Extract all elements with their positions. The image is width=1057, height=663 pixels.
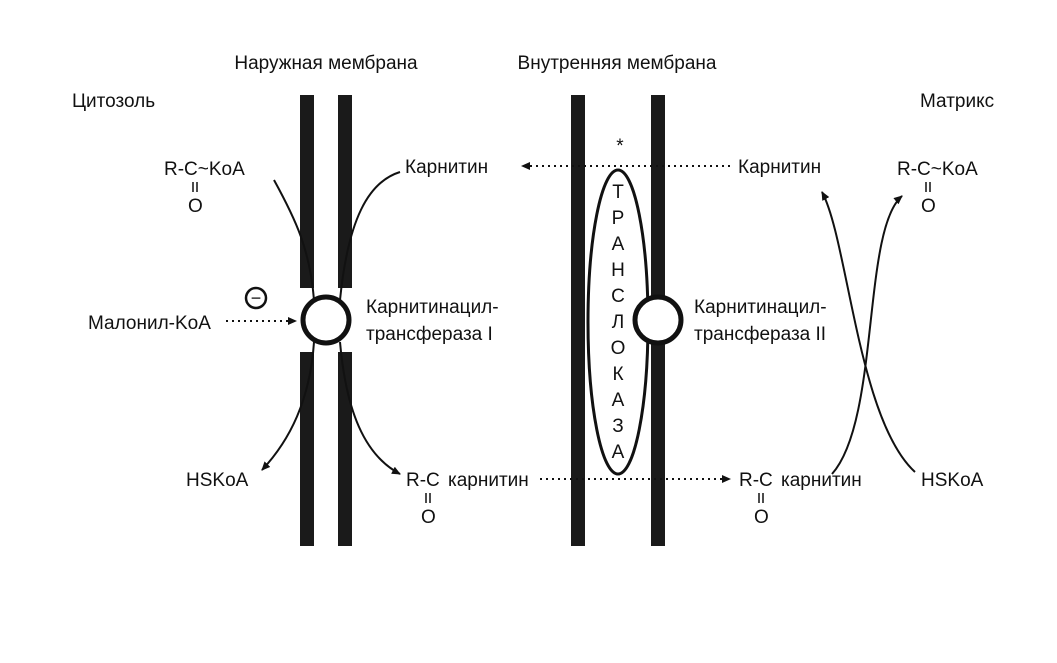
outer-membrane-left-lower: [300, 352, 314, 546]
cat1-to-acylcarnitine-arrow: [339, 341, 401, 475]
carnitine-matrix: Карнитин: [738, 157, 821, 178]
carbonyl-oxygen: O: [921, 196, 936, 217]
acyl-coa-matrix: R-C~KoA: [897, 159, 978, 180]
cat2-enzyme-circle: [632, 294, 684, 346]
cat2-carnitine-release-arrow: [821, 191, 916, 473]
translocase-letter: Т: [612, 182, 624, 203]
carnitine-intermembrane: Карнитин: [405, 157, 488, 178]
carbonyl-oxygen: O: [421, 507, 436, 528]
asterisk-mark: *: [616, 136, 624, 157]
outer-membrane: [300, 95, 352, 546]
cat2-label-line2: трансфераза II: [694, 324, 826, 345]
matrix-label: Матрикс: [920, 91, 994, 112]
translocase-letter: А: [612, 234, 625, 255]
translocase-letter: К: [612, 364, 623, 385]
translocase-letter: Н: [611, 260, 625, 281]
acylcarnitine-matrix-word: карнитин: [781, 470, 862, 491]
cat2-label-line1: Карнитинацил-: [694, 297, 827, 318]
translocase-letter: З: [612, 416, 623, 437]
outer-membrane-left-upper: [300, 95, 314, 288]
cat1-label-line1: Карнитинацил-: [366, 297, 499, 318]
acylcarnitine-matrix-r-c: R-C: [739, 470, 773, 491]
inhibition-icon: −: [244, 286, 268, 310]
inner-membrane-label: Внутренняя мембрана: [518, 53, 717, 74]
outer-membrane-right-lower: [338, 352, 352, 546]
cat1-enzyme-circle: [300, 294, 352, 346]
carbonyl-oxygen: O: [188, 196, 203, 217]
cat2-acyl-coa-release-arrow: [831, 195, 903, 475]
malonyl-coa-label: Малонил-KoA: [88, 313, 211, 334]
carbonyl-oxygen: O: [754, 507, 769, 528]
translocase-letter: А: [612, 442, 625, 463]
outer-membrane-right-upper: [338, 95, 352, 288]
translocase-label: Т Р А Н С Л О К А З А: [611, 182, 626, 463]
acyl-coa-to-cat1-curve: [273, 179, 315, 301]
acylcarnitine-word: карнитин: [448, 470, 529, 491]
inner-membrane-left: [571, 95, 585, 546]
cytosol-label: Цитозоль: [72, 91, 155, 112]
carnitine-to-cat1-curve: [339, 171, 401, 301]
translocase-letter: О: [611, 338, 626, 359]
translocase-letter: Л: [612, 312, 624, 333]
translocase-letter: А: [612, 390, 625, 411]
hskoa-matrix: HSKoA: [921, 470, 984, 491]
inhibition-sign: −: [251, 288, 262, 308]
acylcarnitine-r-c: R-C: [406, 470, 440, 491]
translocase-letter: Р: [612, 208, 625, 229]
outer-membrane-label: Наружная мембрана: [234, 53, 418, 74]
cat1-to-hskoa-arrow: [261, 341, 315, 471]
hskoa-cytosol: HSKoA: [186, 470, 249, 491]
translocase-letter: С: [611, 286, 625, 307]
cat1-label-line2: трансфераза I: [366, 324, 493, 345]
acyl-coa-cytosol: R-C~KoA: [164, 159, 245, 180]
